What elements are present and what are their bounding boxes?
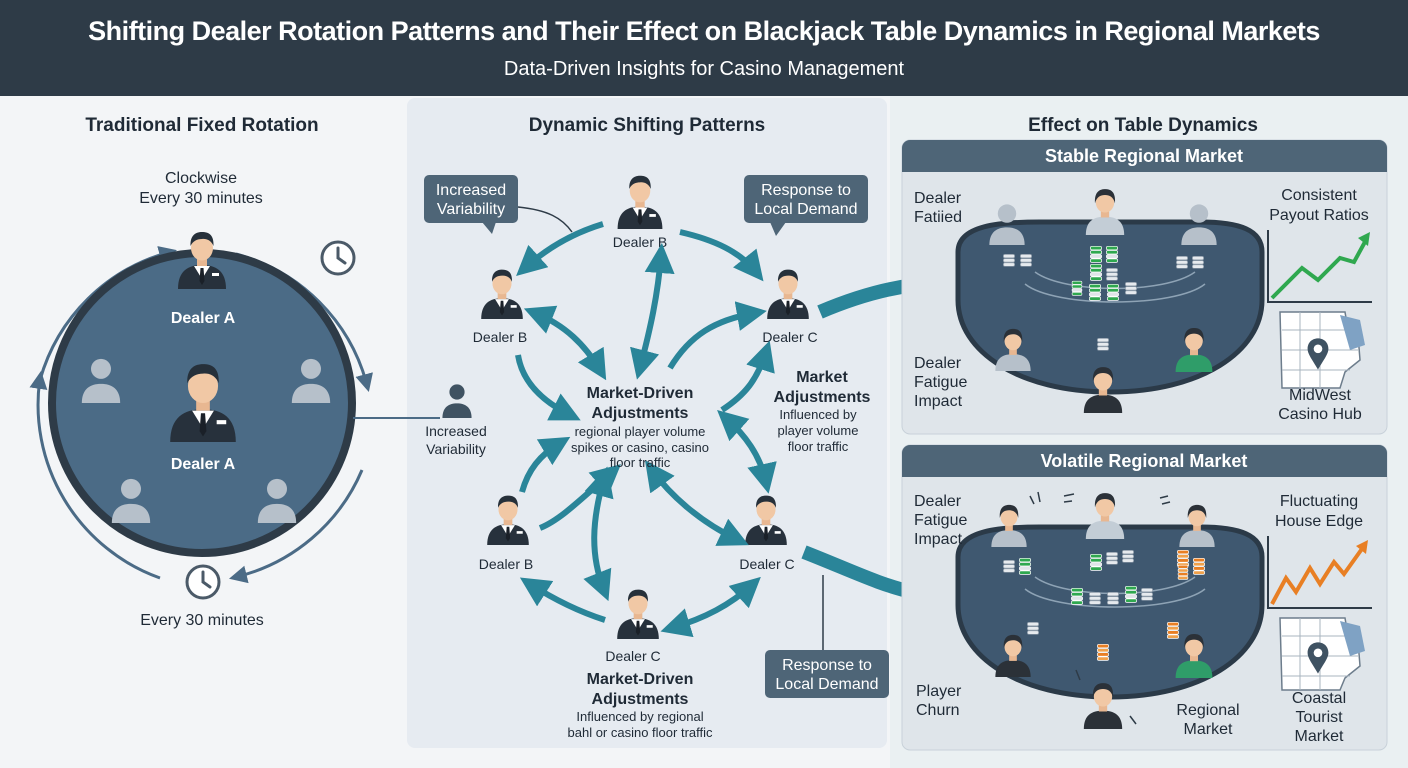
right-desc-3: floor traffic	[788, 439, 849, 454]
stable-map-label-2: Casino Hub	[1278, 406, 1362, 423]
bottom-desc-1: Influenced by regional	[576, 709, 703, 724]
dealer-c-right-icon	[767, 269, 809, 319]
header-bar: Shifting Dealer Rotation Patterns and Th…	[0, 0, 1408, 96]
rotation-arrow-left	[29, 370, 161, 580]
clock-icon-bottom	[185, 564, 221, 600]
right-title-1: Market	[796, 369, 848, 386]
bubble-response-local-demand-bottom: Response to Local Demand	[765, 650, 889, 698]
stable-chart-label-2: Payout Ratios	[1269, 207, 1369, 224]
center-desc-2: spikes or casino, casino	[571, 440, 709, 455]
dealer-c-bottom-label: Dealer C	[605, 648, 660, 664]
right-title-2: Adjustments	[774, 389, 871, 406]
stable-label-fatigue-3: Impact	[914, 393, 963, 410]
page-title: Shifting Dealer Rotation Patterns and Th…	[88, 16, 1320, 46]
stable-label-dealer-1: Dealer	[914, 190, 962, 207]
middle-section: Dynamic Shifting Patterns Increased Vari…	[424, 115, 889, 740]
stable-chart-label-1: Consistent	[1281, 187, 1357, 204]
volatile-map-label-3: Market	[1295, 728, 1344, 745]
volatile-label-regional-1: Regional	[1176, 702, 1239, 719]
stable-label-fatigue-1: Dealer	[914, 355, 962, 372]
stable-label-fatigue-2: Fatigue	[914, 374, 967, 391]
volatile-label-fatigue-2: Fatigue	[914, 512, 967, 529]
side-variability-label-1: Increased	[425, 423, 486, 439]
dealer-b-left-label: Dealer B	[473, 329, 527, 345]
dealer-b-top-icon	[617, 175, 663, 229]
volatile-label-fatigue-1: Dealer	[914, 493, 962, 510]
left-heading: Traditional Fixed Rotation	[85, 115, 318, 136]
dealer-b-bottomleft-label: Dealer B	[479, 556, 533, 572]
left-section: Traditional Fixed Rotation Clockwise Eve…	[29, 115, 487, 629]
effect-arrow-top	[817, 278, 916, 319]
right-desc-1: Influenced by	[779, 407, 857, 422]
volatile-map-label-2: Tourist	[1295, 709, 1343, 726]
svg-text:Increased: Increased	[436, 182, 506, 199]
stable-market-panel: Stable Regional Market Dealer	[901, 139, 1388, 435]
rotation-arrows	[515, 221, 777, 638]
dealer-b-top-label: Dealer B	[613, 234, 667, 250]
volatile-label-regional-2: Market	[1184, 721, 1233, 738]
variability-person-icon	[442, 384, 472, 418]
rotation-interval-bottom: Every 30 minutes	[140, 612, 264, 629]
dealer-c-right-label: Dealer C	[762, 329, 817, 345]
stable-label-dealer-2: Fatiied	[914, 209, 962, 226]
bottom-desc-2: bahl or casino floor traffic	[568, 725, 713, 740]
volatile-label-fatigue-3: Impact	[914, 531, 963, 548]
bottom-title-1: Market-Driven	[587, 671, 694, 688]
volatile-chart-label-1: Fluctuating	[1280, 493, 1358, 510]
right-desc-2: player volume	[778, 423, 859, 438]
dealer-b-left-icon	[481, 269, 523, 319]
center-title-2: Adjustments	[592, 405, 689, 422]
rotation-interval-top: Every 30 minutes	[139, 190, 263, 207]
volatile-label-churn-2: Churn	[916, 702, 960, 719]
center-desc-1: regional player volume	[575, 424, 706, 439]
rotation-direction-label: Clockwise	[165, 170, 237, 187]
right-heading: Effect on Table Dynamics	[1028, 115, 1258, 136]
stable-payout-line	[1270, 239, 1368, 300]
volatile-chart-label-2: House Edge	[1275, 513, 1363, 530]
dealer-c-bottom-icon	[617, 589, 659, 639]
effect-arrow-bottom	[801, 545, 914, 599]
svg-text:Local Demand: Local Demand	[754, 201, 857, 218]
svg-text:Response to: Response to	[761, 182, 851, 199]
rotation-arrow-bottom	[229, 469, 364, 584]
dealer-b-bottomleft-icon	[487, 495, 529, 545]
dealer-c-bottomright-label: Dealer C	[739, 556, 794, 572]
bubble-connector	[517, 206, 573, 233]
dealer-a-top-label: Dealer A	[171, 310, 236, 327]
center-title-1: Market-Driven	[587, 385, 694, 402]
side-variability-label-2: Variability	[426, 441, 486, 457]
svg-text:Variability: Variability	[437, 201, 505, 218]
volatile-market-panel: Volatile Regional Market	[901, 444, 1388, 751]
bottom-title-2: Adjustments	[592, 691, 689, 708]
svg-text:Response to: Response to	[782, 657, 872, 674]
clock-icon-top	[320, 240, 356, 276]
volatile-chart-axes	[1267, 536, 1372, 609]
dealer-a-center-label: Dealer A	[171, 456, 236, 473]
volatile-house-edge-line	[1270, 544, 1366, 605]
stable-chart-axes	[1267, 230, 1372, 303]
volatile-panel-title: Volatile Regional Market	[1041, 451, 1248, 471]
right-section: Effect on Table Dynamics Stable Regional…	[901, 115, 1388, 751]
bubble-response-local-demand-top: Response to Local Demand	[744, 175, 868, 236]
svg-text:Local Demand: Local Demand	[775, 676, 878, 693]
dealer-c-bottomright-icon	[745, 495, 787, 545]
stable-map-label-1: MidWest	[1289, 387, 1351, 404]
center-desc-3: floor traffic	[610, 455, 671, 470]
bubble-increased-variability: Increased Variability	[424, 175, 518, 234]
stable-panel-title: Stable Regional Market	[1045, 146, 1243, 166]
volatile-label-churn-1: Player	[916, 683, 962, 700]
middle-heading: Dynamic Shifting Patterns	[529, 115, 766, 136]
volatile-map-label-1: Coastal	[1292, 690, 1346, 707]
page-subtitle: Data-Driven Insights for Casino Manageme…	[503, 58, 905, 80]
